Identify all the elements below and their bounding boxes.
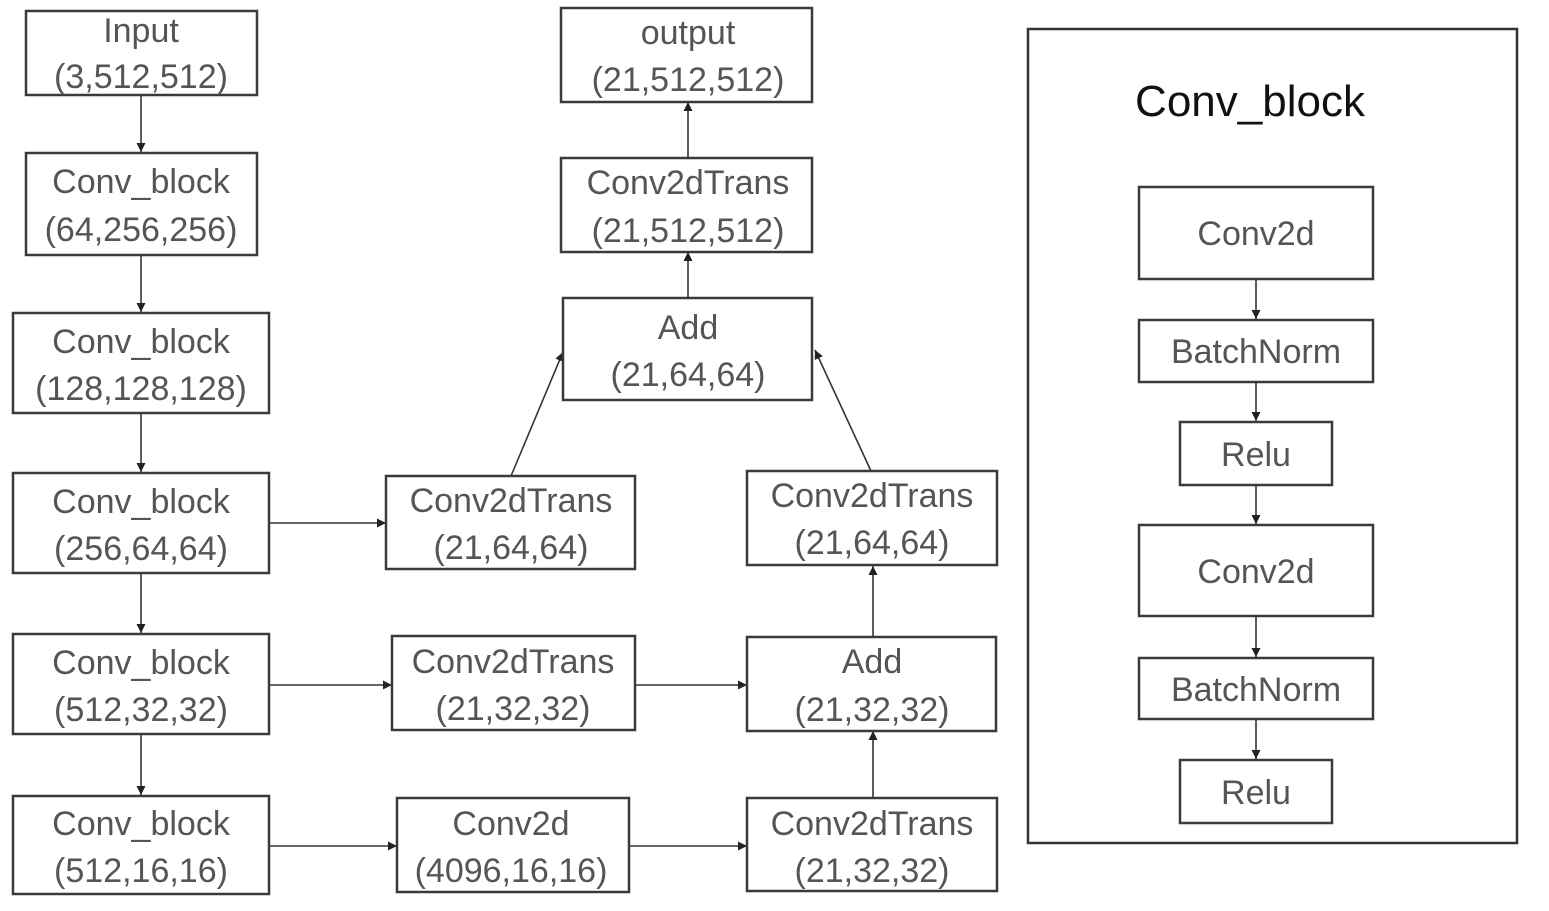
node-label: Input	[103, 12, 179, 50]
step-label: Relu	[1221, 774, 1291, 812]
node-shape: (512,16,16)	[54, 852, 228, 890]
node-label: Conv2dTrans	[412, 643, 615, 681]
node-label: Conv2dTrans	[410, 482, 613, 520]
step-label: Relu	[1221, 436, 1291, 474]
node-shape: (21,64,64)	[611, 356, 766, 394]
panel-title: Conv_block	[1135, 77, 1366, 126]
node-label: Conv2dTrans	[771, 477, 974, 515]
node-shape: (21,512,512)	[592, 61, 785, 99]
panel-step-batchnorm-2: BatchNorm	[1137, 656, 1375, 721]
node-shape: (21,32,32)	[795, 852, 950, 890]
node-label: Conv_block	[52, 483, 231, 521]
step-label: Conv2d	[1197, 553, 1314, 591]
node-conv2d-4096: Conv2d (4096,16,16)	[395, 796, 631, 894]
node-label: Add	[658, 309, 719, 347]
node-label: Conv_block	[52, 805, 231, 843]
node-output: output (21,512,512)	[559, 6, 814, 104]
node-label: Conv2dTrans	[771, 805, 974, 843]
node-shape: (4096,16,16)	[415, 852, 608, 890]
node-shape: (128,128,128)	[35, 370, 247, 408]
node-shape: (256,64,64)	[54, 530, 228, 568]
node-shape: (21,512,512)	[592, 212, 785, 250]
node-conv2dtrans-512: Conv2dTrans (21,512,512)	[559, 156, 814, 254]
node-label: Add	[842, 643, 903, 681]
node-shape: (21,32,32)	[436, 690, 591, 728]
node-shape: (3,512,512)	[54, 58, 228, 96]
edges	[136, 95, 878, 851]
step-label: Conv2d	[1197, 215, 1314, 253]
panel-step-conv2d-2: Conv2d	[1137, 523, 1375, 618]
node-label: Conv2dTrans	[587, 164, 790, 202]
node-input: Input (3,512,512)	[24, 9, 259, 97]
node-add-64: Add (21,64,64)	[561, 296, 814, 402]
node-label: Conv_block	[52, 644, 231, 682]
panel-step-conv2d-1: Conv2d	[1137, 185, 1375, 281]
node-conv2dtrans-64: Conv2dTrans (21,64,64)	[384, 474, 637, 571]
node-conv-block-2: Conv_block (128,128,128)	[11, 311, 271, 415]
conv-block-panel: Conv_block Conv2d BatchNorm Relu Conv2d …	[1026, 27, 1519, 845]
node-shape: (21,64,64)	[434, 529, 589, 567]
node-label: output	[641, 14, 736, 52]
node-label: Conv_block	[52, 323, 231, 361]
panel-step-relu-1: Relu	[1178, 420, 1334, 487]
node-label: Conv_block	[52, 163, 231, 201]
node-shape: (512,32,32)	[54, 691, 228, 729]
node-conv-block-3: Conv_block (256,64,64)	[11, 471, 271, 575]
node-shape: (21,32,32)	[795, 691, 950, 729]
edge-ct4-to-add2	[814, 349, 872, 472]
node-label: Conv2d	[452, 805, 569, 843]
node-conv-block-5: Conv_block (512,16,16)	[11, 794, 271, 896]
node-conv2dtrans-64-b: Conv2dTrans (21,64,64)	[745, 469, 999, 567]
panel-step-relu-2: Relu	[1178, 758, 1334, 825]
panel-step-batchnorm-1: BatchNorm	[1137, 318, 1375, 384]
node-conv2dtrans-32-a: Conv2dTrans (21,32,32)	[390, 634, 637, 732]
node-conv-block-4: Conv_block (512,32,32)	[11, 632, 271, 736]
node-shape: (21,64,64)	[795, 524, 950, 562]
node-conv2dtrans-32-b: Conv2dTrans (21,32,32)	[745, 796, 999, 893]
edge-ct1-to-add2	[510, 351, 564, 477]
node-conv-block-1: Conv_block (64,256,256)	[24, 151, 259, 257]
node-add-32: Add (21,32,32)	[745, 635, 998, 733]
step-label: BatchNorm	[1171, 333, 1341, 371]
step-label: BatchNorm	[1171, 671, 1341, 709]
node-shape: (64,256,256)	[45, 211, 238, 249]
